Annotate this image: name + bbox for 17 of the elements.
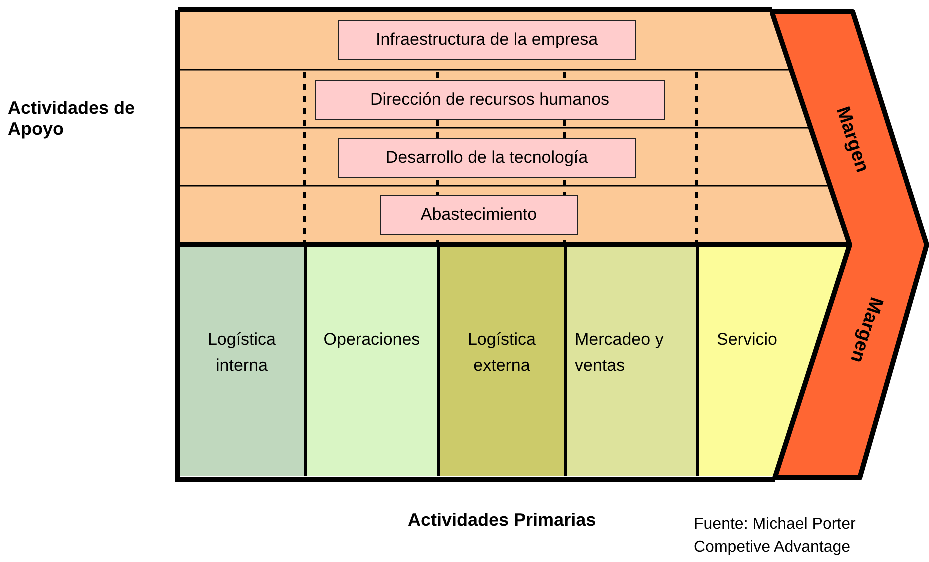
activity-box: Abastecimiento — [380, 195, 578, 235]
primary-activity-column — [440, 247, 567, 476]
primary-activity-column — [567, 247, 699, 476]
primary-activity-column — [307, 247, 440, 476]
column-label: Servicio — [717, 329, 778, 351]
margin-label: Margen — [831, 103, 874, 177]
column-label: Mercadeo y ventas — [575, 329, 665, 377]
activity-box: Infraestructura de la empresa — [338, 20, 636, 60]
column-label: Logística interna — [206, 329, 278, 377]
bottom-heading: Actividades Primarias — [408, 510, 598, 531]
side-heading: Actividades de Apoyo — [8, 98, 136, 140]
column-label: Logística externa — [466, 329, 538, 377]
column-label: Operaciones — [324, 329, 420, 351]
activity-box: Dirección de recursos humanos — [315, 80, 665, 120]
primary-activity-column — [180, 247, 307, 476]
source-note: Fuente: Michael Porter Competive Advantage — [694, 515, 857, 558]
activity-box: Desarrollo de la tecnología — [338, 138, 636, 178]
